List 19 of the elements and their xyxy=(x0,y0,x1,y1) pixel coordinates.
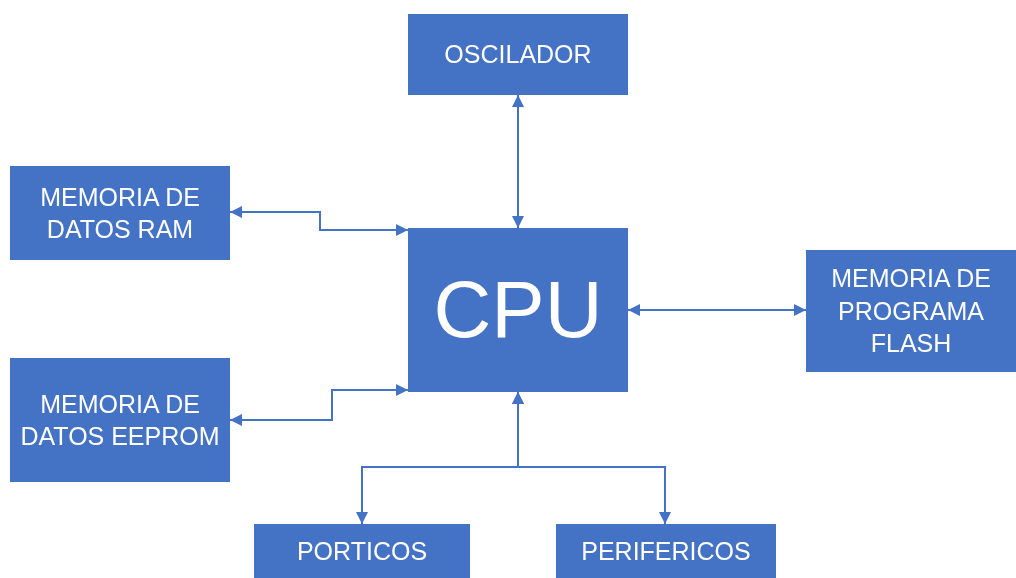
block-box xyxy=(254,524,470,578)
block-box xyxy=(408,14,628,95)
block-label: OSCILADOR xyxy=(444,39,592,71)
block-label: CPU xyxy=(433,270,603,350)
block-label: MEMORIA DE DATOS RAM xyxy=(39,181,201,245)
block-box xyxy=(10,358,230,482)
block-box xyxy=(10,166,230,260)
block-label: MEMORIA DE DATOS EEPROM xyxy=(19,388,221,452)
arrow xyxy=(512,94,524,229)
arrow xyxy=(229,206,409,236)
block-label: PORTICOS xyxy=(296,535,428,567)
block-label: MEMORIA DE PROGRAMA FLASH xyxy=(830,263,992,360)
block-box xyxy=(408,228,628,392)
block-label: PERIFERICOS xyxy=(581,535,751,567)
block-box xyxy=(806,250,1016,372)
arrow xyxy=(512,391,671,525)
block-box xyxy=(556,524,776,578)
arrow xyxy=(229,384,409,426)
arrow xyxy=(627,304,807,316)
